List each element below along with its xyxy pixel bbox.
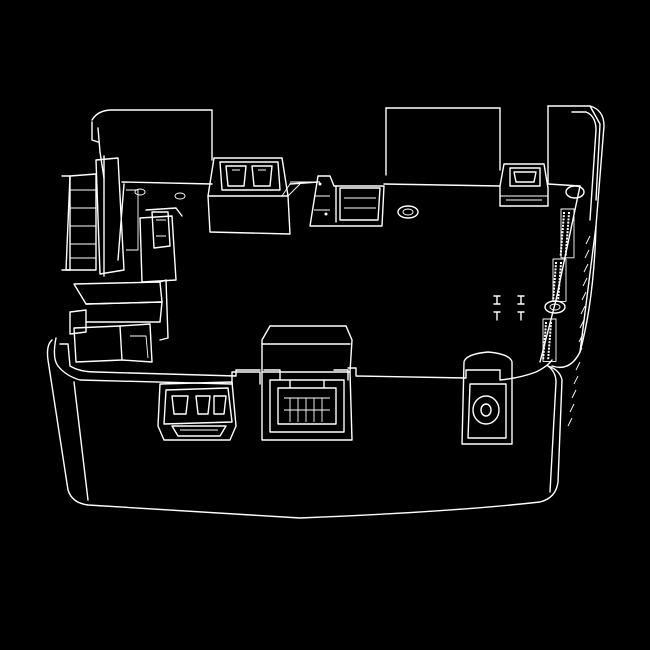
ethernet-rj45-port [261, 325, 353, 441]
circuit-board [117, 181, 585, 363]
gpio-pin [558, 281, 561, 284]
gpio-pin [550, 322, 552, 324]
gpio-pin [560, 262, 562, 264]
dc-power-jack [461, 351, 513, 445]
gpio-pin [547, 350, 550, 353]
gpio-pin [544, 334, 546, 337]
gpio-pin [545, 322, 547, 324]
gpio-strip-frame [542, 318, 557, 362]
gpio-pin [558, 287, 560, 290]
gpio-pin [554, 265, 557, 268]
gpio-pin [564, 253, 567, 256]
mounting-screws [493, 295, 525, 321]
gpio-pin [553, 284, 556, 287]
gpio-pin [549, 328, 552, 331]
gpio-pin [560, 250, 562, 253]
gpio-pin [567, 215, 570, 218]
gpio-pin [549, 331, 552, 334]
gpio-pin [548, 341, 551, 344]
gpio-pin [558, 284, 561, 287]
gpio-pin [554, 271, 557, 274]
gpio-pin [555, 262, 557, 264]
gpio-pin [563, 212, 565, 214]
gpio-pin [560, 247, 563, 250]
gpio-pin [559, 274, 561, 277]
gpio-pin [561, 234, 564, 237]
gpio-pin [561, 237, 563, 240]
gpio-pin [554, 274, 556, 277]
gpio-pin [565, 247, 568, 250]
gpio-pin [561, 231, 564, 234]
gpio-header-pins [542, 208, 575, 362]
gpio-pin [544, 328, 547, 331]
gpio-pin [562, 218, 565, 221]
gpio-pin [553, 281, 556, 284]
enclosure-base-tray [46, 105, 605, 519]
gpio-pin [557, 297, 560, 300]
gpio-pin [547, 357, 550, 360]
dual-usb-port [207, 157, 320, 235]
gpio-pin [542, 354, 545, 356]
gpio-pin [566, 237, 568, 240]
gpio-pin [557, 294, 560, 296]
gpio-pin [548, 338, 551, 340]
gpio-pin [565, 250, 567, 253]
gpio-pin [547, 354, 550, 356]
gpio-pin [552, 290, 555, 293]
gpio-pin [559, 253, 562, 256]
gpio-pin [543, 341, 546, 344]
gpio-pin [552, 294, 555, 296]
gpio-pin [553, 287, 555, 290]
micro-sd-slot [309, 175, 385, 227]
gpio-pin [559, 265, 562, 268]
gpio-pin [549, 334, 551, 337]
gpio-pin [557, 290, 560, 293]
gpio-pin [542, 350, 545, 353]
gpio-strip-frame [560, 208, 575, 259]
micro-usb-port [499, 163, 549, 207]
gpio-pin [559, 271, 562, 274]
gpio-pin [566, 231, 569, 234]
gpio-pin [543, 344, 546, 347]
gpio-pin [542, 357, 545, 360]
gpio-pin [565, 244, 568, 246]
hdmi-port [157, 381, 237, 441]
gpio-pin [548, 344, 551, 347]
gpio-pin [552, 297, 555, 300]
gpio-pin [553, 278, 556, 280]
gpio-pin [543, 347, 545, 350]
gpio-pin [548, 347, 550, 350]
gpio-pin [554, 268, 557, 271]
gpio-pin [568, 212, 570, 214]
gpio-pin [566, 228, 569, 230]
gpio-pin [567, 221, 570, 224]
gpio-pin [543, 338, 546, 340]
gpio-pin [562, 224, 564, 227]
gpio-pin [560, 244, 563, 246]
gpio-pin [567, 218, 570, 221]
gpio-pin [561, 228, 564, 230]
gpio-pin [549, 325, 552, 328]
gpio-pin [544, 331, 547, 334]
gpio-pin [567, 224, 569, 227]
gpio-pin [544, 325, 547, 328]
gpio-pin [565, 240, 568, 243]
gpio-pin [559, 268, 562, 271]
gpio-pin [566, 234, 569, 237]
gpio-pin [562, 215, 565, 218]
serial-port-connector [61, 155, 183, 363]
gpio-pin [558, 278, 561, 280]
gpio-strip-frame [552, 258, 567, 302]
gpio-pin [560, 240, 563, 243]
gpio-pin [562, 221, 565, 224]
